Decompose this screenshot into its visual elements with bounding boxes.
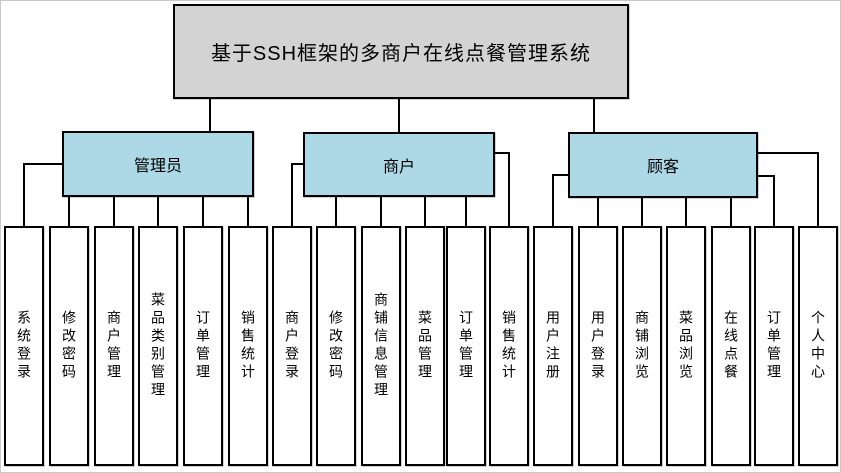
connector-line [202, 197, 204, 226]
leaf-change-password-merchant: 修改密码 [316, 226, 356, 466]
connector-line [291, 163, 293, 226]
leaf-dish-browse: 菜品浏览 [666, 226, 706, 466]
connector-line [552, 174, 568, 176]
leaf-label: 商户登录 [284, 310, 300, 382]
leaf-label: 修改密码 [328, 310, 344, 382]
leaf-label: 菜品浏览 [678, 310, 694, 382]
connector-line [424, 197, 426, 226]
connector-line [817, 152, 819, 226]
connector-line [291, 163, 303, 165]
leaf-online-order: 在线点餐 [711, 226, 751, 466]
connector-line [465, 197, 467, 226]
leaf-sales-statistics-admin: 销售统计 [228, 226, 268, 466]
connector-line [209, 99, 211, 132]
connector-line [335, 197, 337, 226]
root-node-system-title: 基于SSH框架的多商户在线点餐管理系统 [173, 4, 629, 99]
leaf-label: 销售统计 [501, 310, 517, 382]
connector-line [597, 198, 599, 226]
leaf-system-login: 系统登录 [4, 226, 44, 466]
branch-node-admin: 管理员 [62, 131, 254, 197]
connector-line [68, 197, 70, 226]
leaf-label: 菜品管理 [417, 310, 433, 382]
leaf-order-management-admin: 订单管理 [183, 226, 223, 466]
leaf-order-management-customer: 订单管理 [754, 226, 794, 466]
leaf-dish-category-management: 菜品类别管理 [138, 226, 178, 466]
leaf-label: 菜品类别管理 [150, 292, 166, 400]
leaf-shop-info-management: 商铺信息管理 [361, 226, 401, 466]
connector-line [758, 175, 775, 177]
leaf-label: 订单管理 [766, 310, 782, 382]
leaf-user-login: 用户登录 [578, 226, 618, 466]
leaf-label: 商铺浏览 [634, 310, 650, 382]
leaf-merchant-login: 商户登录 [272, 226, 312, 466]
connector-line [23, 163, 25, 226]
leaf-change-password-admin: 修改密码 [49, 226, 89, 466]
branch-customer-label: 顾客 [646, 159, 679, 176]
connector-line [641, 198, 643, 226]
connector-line [495, 152, 510, 154]
leaf-order-management-merchant: 订单管理 [446, 226, 486, 466]
leaf-user-register: 用户注册 [533, 226, 573, 466]
leaf-label: 修改密码 [61, 310, 77, 382]
connector-line [758, 152, 819, 154]
leaf-label: 销售统计 [240, 310, 256, 382]
leaf-shop-browse: 商铺浏览 [622, 226, 662, 466]
branch-node-merchant: 商户 [303, 132, 495, 197]
connector-line [23, 163, 62, 165]
root-title-label: 基于SSH框架的多商户在线点餐管理系统 [210, 43, 592, 65]
leaf-label: 订单管理 [195, 310, 211, 382]
connector-line [113, 197, 115, 226]
leaf-label: 用户注册 [545, 310, 561, 382]
connector-line [508, 152, 510, 226]
branch-admin-label: 管理员 [133, 158, 182, 175]
connector-line [730, 198, 732, 226]
leaf-label: 在线点餐 [723, 310, 739, 382]
connector-line [247, 197, 249, 226]
leaf-dish-management: 菜品管理 [405, 226, 445, 466]
connector-line [593, 99, 595, 132]
branch-merchant-label: 商户 [382, 158, 415, 176]
leaf-label: 系统登录 [16, 310, 32, 382]
leaf-personal-center: 个人中心 [798, 226, 838, 466]
connector-line [157, 197, 159, 226]
leaf-label: 用户登录 [590, 310, 606, 382]
leaf-label: 个人中心 [810, 310, 826, 382]
connector-line [552, 174, 554, 226]
leaf-label: 订单管理 [458, 310, 474, 382]
connector-line [685, 198, 687, 226]
leaf-label: 商户管理 [106, 310, 122, 382]
leaf-sales-statistics-merchant: 销售统计 [489, 226, 529, 466]
branch-node-customer: 顾客 [568, 132, 758, 198]
leaf-merchant-management: 商户管理 [94, 226, 134, 466]
connector-line [773, 175, 775, 226]
leaf-label: 商铺信息管理 [373, 292, 389, 400]
connector-line [398, 99, 400, 132]
connector-line [380, 197, 382, 226]
